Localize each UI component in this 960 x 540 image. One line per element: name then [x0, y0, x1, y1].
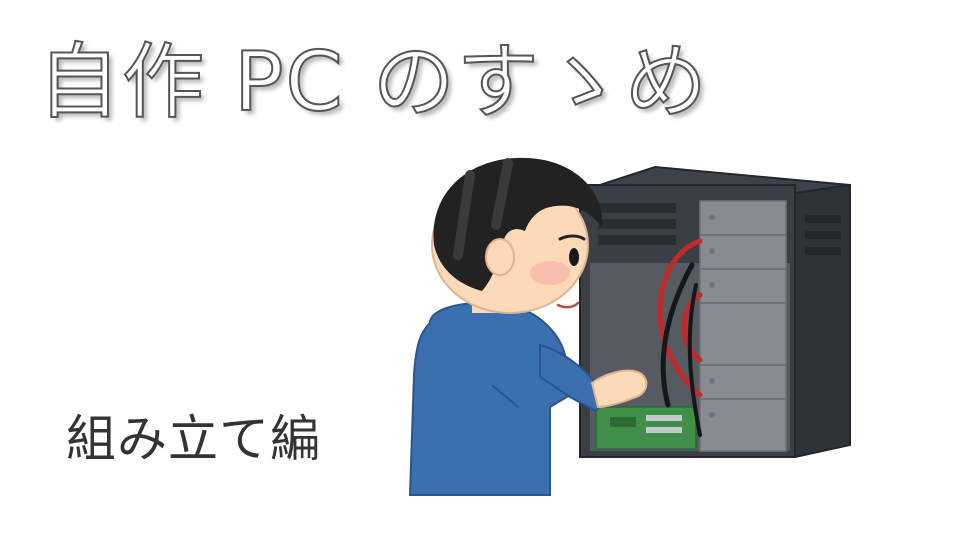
slide-title: 自作 PC のすゝめ [37, 35, 709, 130]
person-assembling-pc-icon [408, 157, 851, 496]
pc-case [579, 165, 851, 459]
person [408, 157, 648, 496]
slide-subtitle: 組み立て編 [66, 410, 321, 468]
